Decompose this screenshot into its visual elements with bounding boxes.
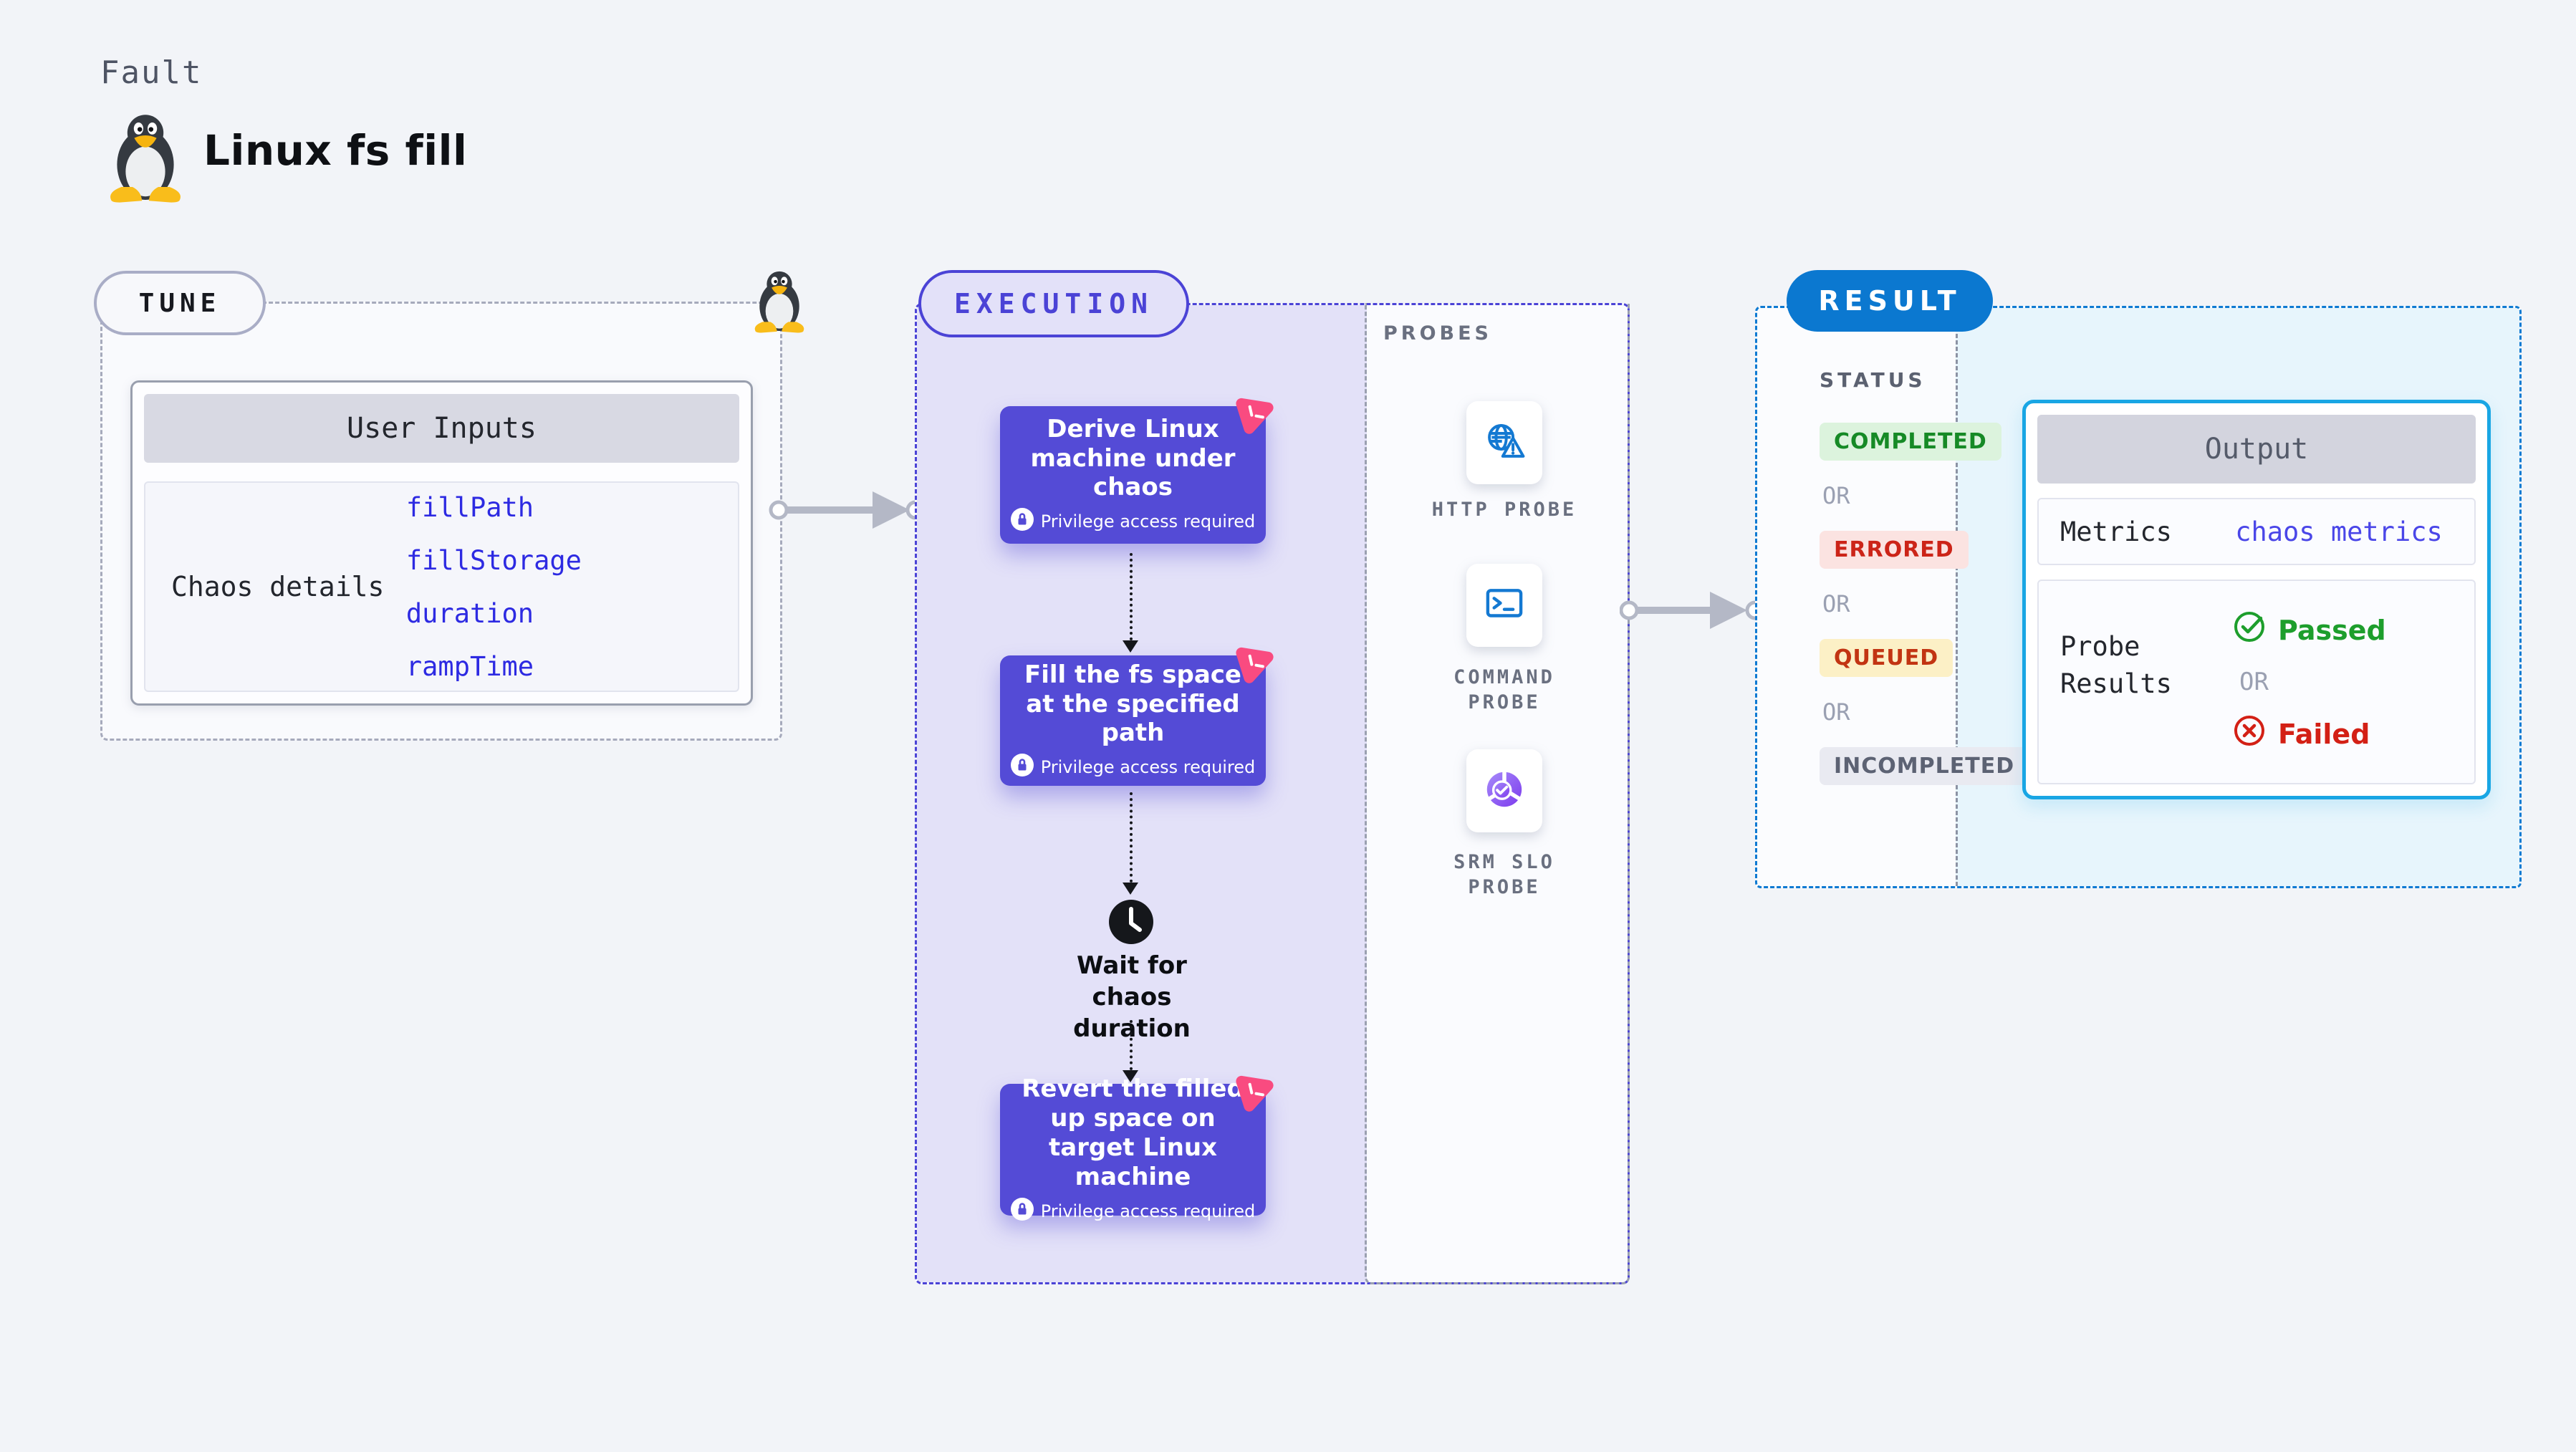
status-badge-completed: COMPLETED — [1820, 423, 2001, 461]
execution-pill: EXECUTION — [918, 270, 1189, 337]
flow-arrowhead — [1123, 1070, 1138, 1082]
execution-to-result-arrow — [1619, 587, 1765, 636]
srm-slo-probe-card — [1466, 749, 1542, 832]
status-badge-incompleted: INCOMPLETED — [1820, 747, 2029, 785]
globe-alert-icon — [1481, 418, 1528, 468]
step-title: Derive Linux machine under chaos — [1030, 414, 1236, 502]
metrics-label: Metrics — [2060, 516, 2172, 547]
status-list: COMPLETED OR ERRORED OR QUEUED OR INCOMP… — [1820, 423, 2029, 785]
flow-connector — [1130, 553, 1133, 640]
metrics-value-link: chaos metrics — [2235, 516, 2443, 547]
page-title: Linux fs fill — [203, 126, 468, 175]
flow-connector — [1130, 792, 1133, 883]
srm-slo-probe-label: SRM SLO PROBE — [1453, 851, 1555, 899]
status-heading: STATUS — [1820, 368, 1926, 392]
chaos-fault-icon — [1229, 1065, 1280, 1117]
chaos-fault-icon — [1229, 637, 1280, 688]
probe-results-values: Passed OR Failed — [2203, 581, 2474, 783]
step-fill-fs: Fill the fs space at the specified path … — [1000, 647, 1274, 786]
probes-container — [1365, 303, 1630, 1284]
tune-to-execution-arrow — [768, 487, 926, 536]
linux-tux-icon — [102, 109, 188, 205]
privilege-label: Privilege access required — [1040, 757, 1256, 778]
or-separator: OR — [1822, 698, 1850, 726]
lock-icon — [1010, 508, 1034, 535]
step-title: Fill the fs space at the specified path — [1024, 660, 1241, 748]
linux-tux-icon-small — [749, 267, 809, 335]
step-title: Revert the filled up space on target Lin… — [1022, 1074, 1244, 1191]
step-revert-space: Revert the filled up space on target Lin… — [1000, 1074, 1274, 1221]
or-separator: OR — [1822, 590, 1850, 617]
flow-connector — [1130, 1020, 1133, 1070]
lock-icon — [1010, 754, 1034, 781]
slo-gauge-icon — [1481, 766, 1528, 816]
lock-icon — [1010, 1197, 1034, 1225]
privilege-badge: Privilege access required — [1010, 754, 1256, 781]
input-duration: duration — [405, 597, 534, 629]
input-fillpath: fillPath — [405, 491, 534, 523]
output-card: Output Metrics chaos metrics Probe Resul… — [2022, 400, 2491, 799]
chaos-fault-icon — [1229, 388, 1280, 439]
user-inputs-card: User Inputs Chaos details fillPath fillS… — [130, 380, 753, 706]
user-inputs-title: User Inputs — [144, 394, 739, 463]
http-probe-label: HTTP PROBE — [1431, 499, 1577, 521]
probe-passed: Passed — [2232, 610, 2386, 650]
chaos-details-row: Chaos details fillPath fillStorage durat… — [144, 481, 739, 692]
probe-results-row: Probe Results Passed OR — [2037, 580, 2476, 784]
privilege-badge: Privilege access required — [1010, 1197, 1256, 1225]
status-badge-queued: QUEUED — [1820, 639, 1953, 677]
output-title: Output — [2037, 415, 2476, 484]
check-circle-icon — [2232, 610, 2267, 650]
probe-results-label: Probe Results — [2060, 631, 2172, 699]
probe-failed: Failed — [2232, 713, 2370, 754]
step-derive-machine: Derive Linux machine under chaos Privile… — [1000, 398, 1274, 544]
passed-label: Passed — [2278, 614, 2386, 646]
metrics-row: Metrics chaos metrics — [2037, 498, 2476, 565]
clock-icon — [1107, 898, 1155, 946]
privilege-label: Privilege access required — [1040, 511, 1256, 532]
tune-pill: TUNE — [94, 271, 266, 335]
http-probe-card — [1466, 401, 1542, 484]
or-separator: OR — [2239, 668, 2269, 696]
flow-arrowhead — [1123, 640, 1138, 653]
or-separator: OR — [1822, 482, 1850, 509]
fault-kicker: Fault — [100, 54, 203, 91]
command-probe-card — [1466, 564, 1542, 647]
input-fillstorage: fillStorage — [405, 544, 582, 576]
input-ramptime: rampTime — [405, 650, 534, 682]
chaos-details-label: Chaos details — [171, 571, 385, 602]
flow-arrowhead — [1123, 883, 1138, 895]
privilege-label: Privilege access required — [1040, 1201, 1256, 1221]
privilege-badge: Privilege access required — [1010, 508, 1256, 535]
command-probe-label: COMMAND PROBE — [1453, 666, 1555, 714]
chaos-details-values: fillPath fillStorage duration rampTime — [406, 483, 738, 691]
result-pill: RESULT — [1787, 270, 1993, 332]
probes-label: PROBES — [1383, 322, 1493, 345]
status-badge-errored: ERRORED — [1820, 531, 1969, 569]
terminal-icon — [1481, 580, 1528, 630]
failed-label: Failed — [2278, 718, 2370, 750]
x-circle-icon — [2232, 713, 2267, 754]
